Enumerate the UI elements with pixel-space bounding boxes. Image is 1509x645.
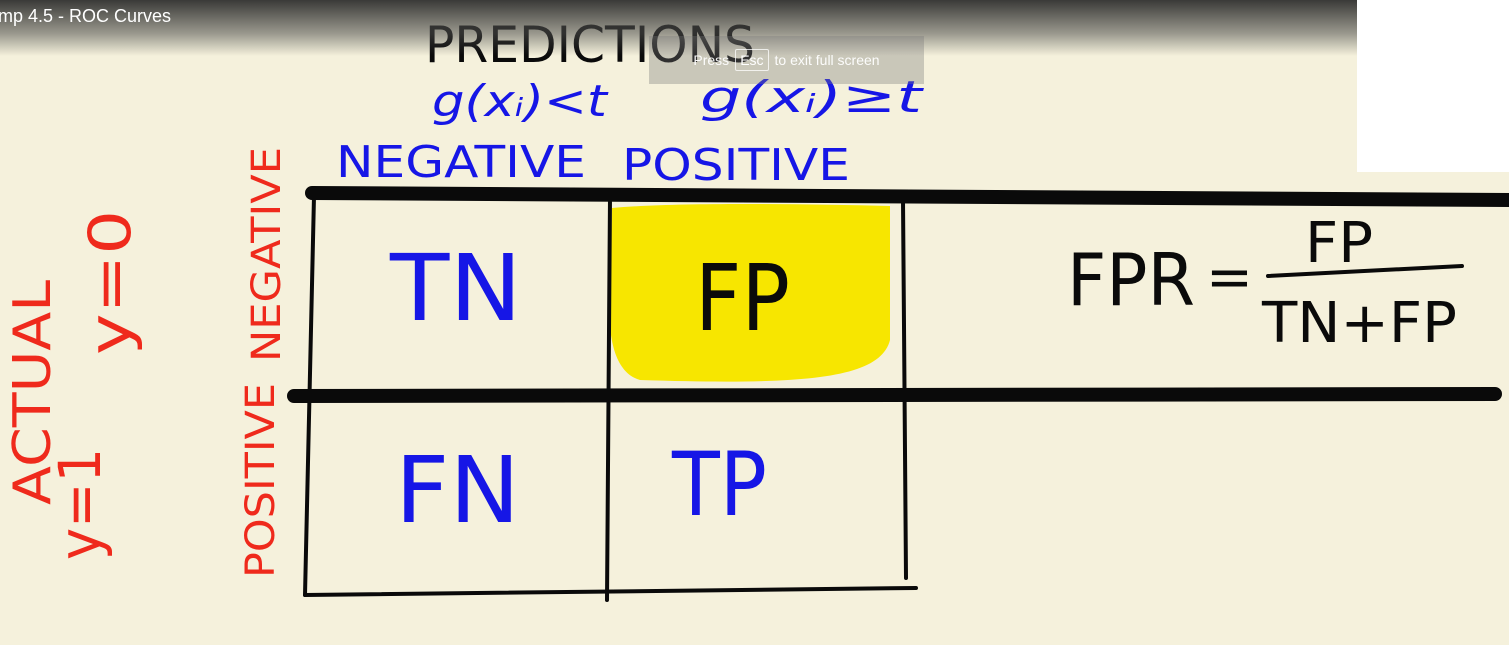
formula-fraction-bar [1266, 264, 1464, 278]
cell-false-negative: FN [395, 437, 520, 544]
column-label-positive: POSITIVE [622, 140, 850, 191]
row-value-y0: y=0 [76, 210, 144, 355]
top-border-line [305, 186, 1509, 207]
row-label-negative: NEGATIVE [244, 147, 290, 362]
column-label-negative: NEGATIVE [336, 137, 586, 188]
fp-highlight [609, 204, 890, 382]
cell-true-positive: TP [671, 433, 767, 536]
confusion-matrix-grid [287, 186, 1509, 602]
row-label-positive: POSITIVE [238, 383, 284, 578]
actual-axis-label: ACTUAL [3, 280, 63, 505]
overlay-white-panel [1357, 0, 1509, 172]
formula-denominator: TN+FP [1261, 291, 1457, 356]
cell-true-negative: TN [389, 235, 522, 342]
fullscreen-notice-prefix: Press [693, 52, 730, 68]
center-divider-line [605, 196, 612, 602]
bottom-border-line [303, 586, 918, 597]
middle-border-line [287, 387, 1502, 403]
fullscreen-notice-suffix: to exit full screen [774, 52, 880, 68]
left-border-line [303, 194, 316, 597]
esc-key-hint: Esc [735, 49, 769, 71]
cell-false-positive: FP [695, 245, 790, 352]
fullscreen-notice: Press Esc to exit full screen [649, 36, 924, 84]
row-value-y1: y=1 [46, 448, 114, 560]
video-title: mp 4.5 - ROC Curves [0, 6, 172, 26]
positive-condition: g(xᵢ)≥t [700, 72, 925, 123]
negative-condition: g(xᵢ)<t [432, 76, 609, 127]
right-border-line [901, 198, 908, 580]
video-title-bar: mp 4.5 - ROC Curves [0, 0, 1357, 56]
formula-lhs: FPR [1067, 238, 1195, 322]
formula-numerator: FP [1305, 211, 1373, 276]
formula-equals: = [1206, 245, 1253, 310]
